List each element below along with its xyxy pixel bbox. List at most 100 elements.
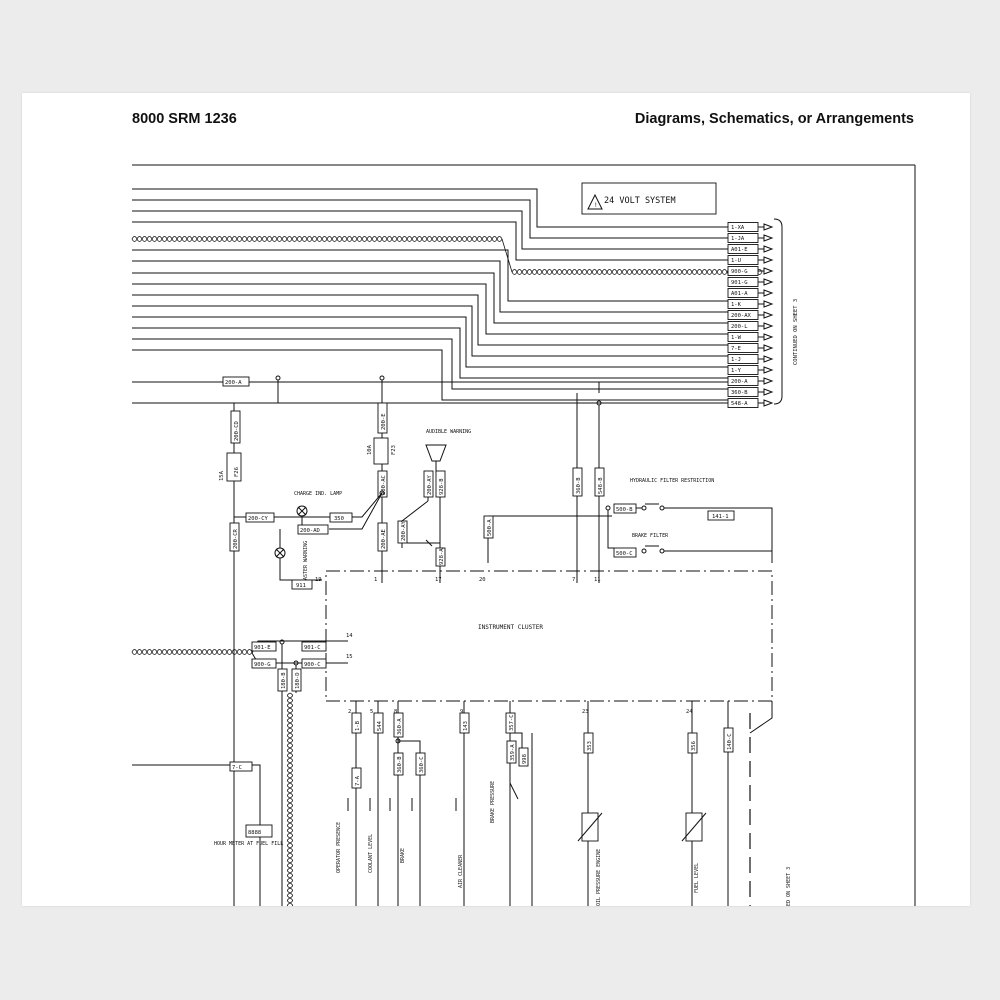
svg-text:200-A: 200-A — [225, 380, 242, 386]
svg-text:900-C: 900-C — [304, 662, 321, 668]
twisted-pair-upper — [131, 236, 763, 275]
svg-text:AUDIBLE WARNING: AUDIBLE WARNING — [426, 429, 471, 435]
svg-text:FUEL LEVEL: FUEL LEVEL — [694, 863, 700, 893]
svg-text:COOLANT LEVEL: COOLANT LEVEL — [368, 834, 374, 873]
svg-text:180-B: 180-B — [281, 672, 287, 689]
output-label: 200-A — [731, 379, 748, 385]
svg-text:CHARGE IND. LAMP: CHARGE IND. LAMP — [294, 491, 342, 497]
svg-text:17: 17 — [435, 577, 442, 583]
svg-text:200-CR: 200-CR — [233, 528, 239, 549]
instrument-cluster: INSTRUMENT CLUSTER 19 1 17 20 7 11 14 15… — [315, 570, 773, 715]
svg-text:8888: 8888 — [248, 830, 261, 836]
output-arrow — [758, 388, 774, 396]
svg-text:5: 5 — [370, 709, 373, 715]
output-arrow — [758, 344, 774, 352]
output-arrow — [758, 278, 774, 286]
output-label: 901-G — [731, 280, 748, 286]
svg-text:200-AC: 200-AC — [381, 475, 387, 495]
svg-text:200-CD: 200-CD — [234, 421, 240, 441]
output-arrow — [758, 267, 774, 275]
svg-text:901-E: 901-E — [254, 645, 271, 651]
can-bus-pair: 901-E 901-C 900-G 900-C 180-B 180-D — [131, 639, 348, 906]
output-arrow — [758, 223, 774, 231]
svg-text:360-A: 360-A — [397, 718, 403, 735]
svg-text:9: 9 — [460, 709, 463, 715]
svg-text:180-D: 180-D — [295, 672, 301, 689]
svg-text:7: 7 — [572, 577, 575, 583]
svg-text:ED ON SHEET 3: ED ON SHEET 3 — [786, 867, 792, 906]
manual-number: 8000 SRM 1236 — [132, 111, 237, 127]
svg-text:360-C: 360-C — [419, 756, 425, 773]
charge-lamp: CHARGE IND. LAMP 200-CY 350 200-AD — [234, 491, 383, 548]
schematic-sheet: 8000 SRM 1236 Diagrams, Schematics, or A… — [22, 93, 970, 906]
svg-text:15: 15 — [346, 654, 353, 660]
output-arrow — [758, 256, 774, 264]
svg-text:353: 353 — [587, 741, 593, 751]
svg-text:15A: 15A — [219, 470, 225, 481]
svg-text:OIL PRESSURE ENGINE: OIL PRESSURE ENGINE — [596, 849, 602, 906]
output-label: 7-E — [731, 346, 741, 352]
svg-text:HOUR METER AT FUEL FILL: HOUR METER AT FUEL FILL — [214, 841, 283, 847]
svg-text:140-C: 140-C — [727, 733, 733, 750]
svg-text:AIR CLEANER: AIR CLEANER — [458, 854, 464, 888]
output-arrow — [758, 322, 774, 330]
output-arrow — [758, 245, 774, 253]
svg-text:7-A: 7-A — [355, 775, 361, 786]
wiring-diagram: ! 24 VOLT SYSTEM 1-XA1- — [131, 164, 916, 906]
output-label: 360-B — [731, 390, 748, 396]
svg-text:900-G: 900-G — [254, 662, 271, 668]
svg-text:143: 143 — [463, 721, 469, 731]
section-title: Diagrams, Schematics, or Arrangements — [634, 111, 914, 127]
svg-text:544: 544 — [377, 720, 383, 731]
svg-text:200-E: 200-E — [381, 413, 387, 430]
svg-text:1-B: 1-B — [355, 720, 361, 731]
wire-bus — [131, 188, 763, 404]
svg-text:10A: 10A — [367, 444, 373, 455]
svg-text:901-C: 901-C — [304, 645, 321, 651]
output-arrow — [758, 300, 774, 308]
svg-text:F26: F26 — [234, 467, 240, 477]
output-label: 1-K — [731, 302, 742, 308]
svg-text:911: 911 — [296, 583, 306, 589]
circuit-200a: 200-A 200-CD 15A F26 200-CR — [219, 375, 385, 906]
svg-text:928-B: 928-B — [439, 478, 445, 495]
svg-text:19: 19 — [315, 577, 322, 583]
svg-text:!: ! — [594, 202, 598, 209]
output-arrow — [758, 311, 774, 319]
svg-text:500-C: 500-C — [616, 551, 633, 557]
continued-bracket — [773, 218, 783, 405]
output-label: 1-J — [731, 357, 741, 363]
output-arrow — [758, 355, 774, 363]
svg-text:200-CY: 200-CY — [248, 516, 269, 522]
svg-text:8: 8 — [394, 709, 397, 715]
system-note-text: 24 VOLT SYSTEM — [604, 196, 676, 206]
output-label: 548-A — [731, 401, 748, 407]
output-label: 1-W — [731, 335, 742, 341]
output-connectors: 1-XA1-JAA01-E1-U900-G901-GA01-A1-K200-AX… — [727, 222, 774, 408]
svg-text:356: 356 — [691, 741, 697, 751]
svg-text:7-C: 7-C — [232, 765, 242, 771]
svg-text:14: 14 — [346, 633, 353, 639]
output-label: A01-E — [731, 247, 748, 253]
svg-text:MASTER WARNING: MASTER WARNING — [303, 541, 309, 583]
output-arrow — [758, 333, 774, 341]
output-label: 1-JA — [731, 236, 745, 242]
output-arrow — [758, 234, 774, 242]
output-label: 900-G — [731, 269, 748, 275]
output-label: 200-AX — [731, 313, 752, 319]
svg-text:23: 23 — [582, 709, 589, 715]
svg-text:F23: F23 — [391, 445, 397, 455]
svg-text:200-AE: 200-AE — [381, 529, 387, 549]
svg-text:HYDRAULIC FILTER RESTRICTION: HYDRAULIC FILTER RESTRICTION — [630, 478, 714, 484]
output-label: 1-XA — [731, 225, 745, 231]
output-label: 1-Y — [731, 368, 742, 374]
svg-text:OPERATOR PRESENCE: OPERATOR PRESENCE — [336, 822, 342, 873]
cluster-label: INSTRUMENT CLUSTER — [478, 624, 543, 631]
svg-text:548-B: 548-B — [598, 477, 604, 494]
continued-note: CONTINUED ON SHEET 3 — [793, 299, 799, 365]
filter-switches: 500-A 360-B 548-B HYDRAULIC FILTER RESTR… — [483, 393, 773, 583]
svg-text:BRAKE PRESSURE: BRAKE PRESSURE — [490, 781, 496, 823]
sensor-wires: 1-B 7-A OPERATOR PRESENCE 544 COOLANT LE… — [336, 701, 792, 906]
twisted-pair-upper-b — [131, 236, 503, 242]
master-warning: MASTER WARNING 911 — [274, 541, 322, 590]
